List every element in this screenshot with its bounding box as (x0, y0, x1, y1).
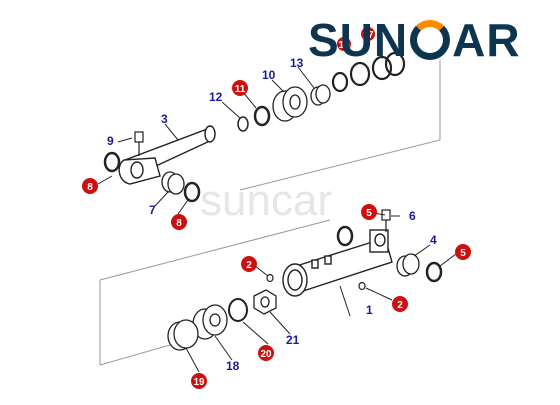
seal-11 (253, 105, 271, 127)
badge-20: 20 (260, 349, 272, 360)
rod-gland (167, 319, 199, 351)
piston (272, 86, 308, 122)
cylinder-tube (282, 229, 393, 297)
watermark-text: suncar (200, 176, 332, 225)
label-7: 7 (149, 203, 156, 217)
oring-2b (358, 281, 366, 291)
label-18: 18 (226, 359, 240, 373)
logo-text-sun: SUN (308, 14, 409, 66)
bushing (161, 171, 185, 195)
wear-ring (310, 84, 331, 106)
leader-lines (97, 66, 457, 373)
badge-5a: 5 (366, 208, 372, 219)
nut (253, 289, 277, 315)
ring-20 (228, 298, 248, 322)
dust-seals (103, 151, 201, 203)
piston-lower (192, 304, 228, 340)
badge-2a: 2 (246, 260, 252, 271)
dust-seals-lower (336, 225, 443, 283)
badge-15: 15 (338, 40, 350, 51)
grease-nipple (134, 131, 144, 156)
grease-nipple-lower (381, 209, 391, 232)
badge-11: 11 (235, 84, 246, 95)
piston-seals (331, 51, 406, 93)
label-4: 4 (430, 233, 437, 247)
bushing-lower (396, 253, 420, 277)
label-9: 9 (107, 134, 114, 148)
badges: 8 8 11 15 17 5 5 2 2 20 19 (82, 27, 471, 389)
logo-text-ar: AR (452, 14, 521, 66)
badge-19: 19 (193, 377, 205, 388)
label-13: 13 (290, 56, 304, 70)
badge-8b: 8 (176, 218, 182, 229)
suncar-logo: SUN AR (308, 14, 521, 66)
logo-ring-icon (410, 20, 451, 60)
badge-2b: 2 (397, 300, 403, 311)
badge-17: 17 (362, 30, 374, 41)
badge-8a: 8 (87, 182, 93, 193)
label-21: 21 (286, 333, 300, 347)
label-6: 6 (409, 209, 416, 223)
label-1: 1 (366, 303, 373, 317)
frame-lines (99, 60, 441, 366)
label-10: 10 (262, 68, 276, 82)
badge-5b: 5 (460, 248, 466, 259)
label-12: 12 (209, 90, 223, 104)
ring-12 (237, 116, 249, 132)
oring-2a (266, 273, 274, 283)
label-3: 3 (161, 112, 168, 126)
piston-rod (118, 125, 216, 185)
